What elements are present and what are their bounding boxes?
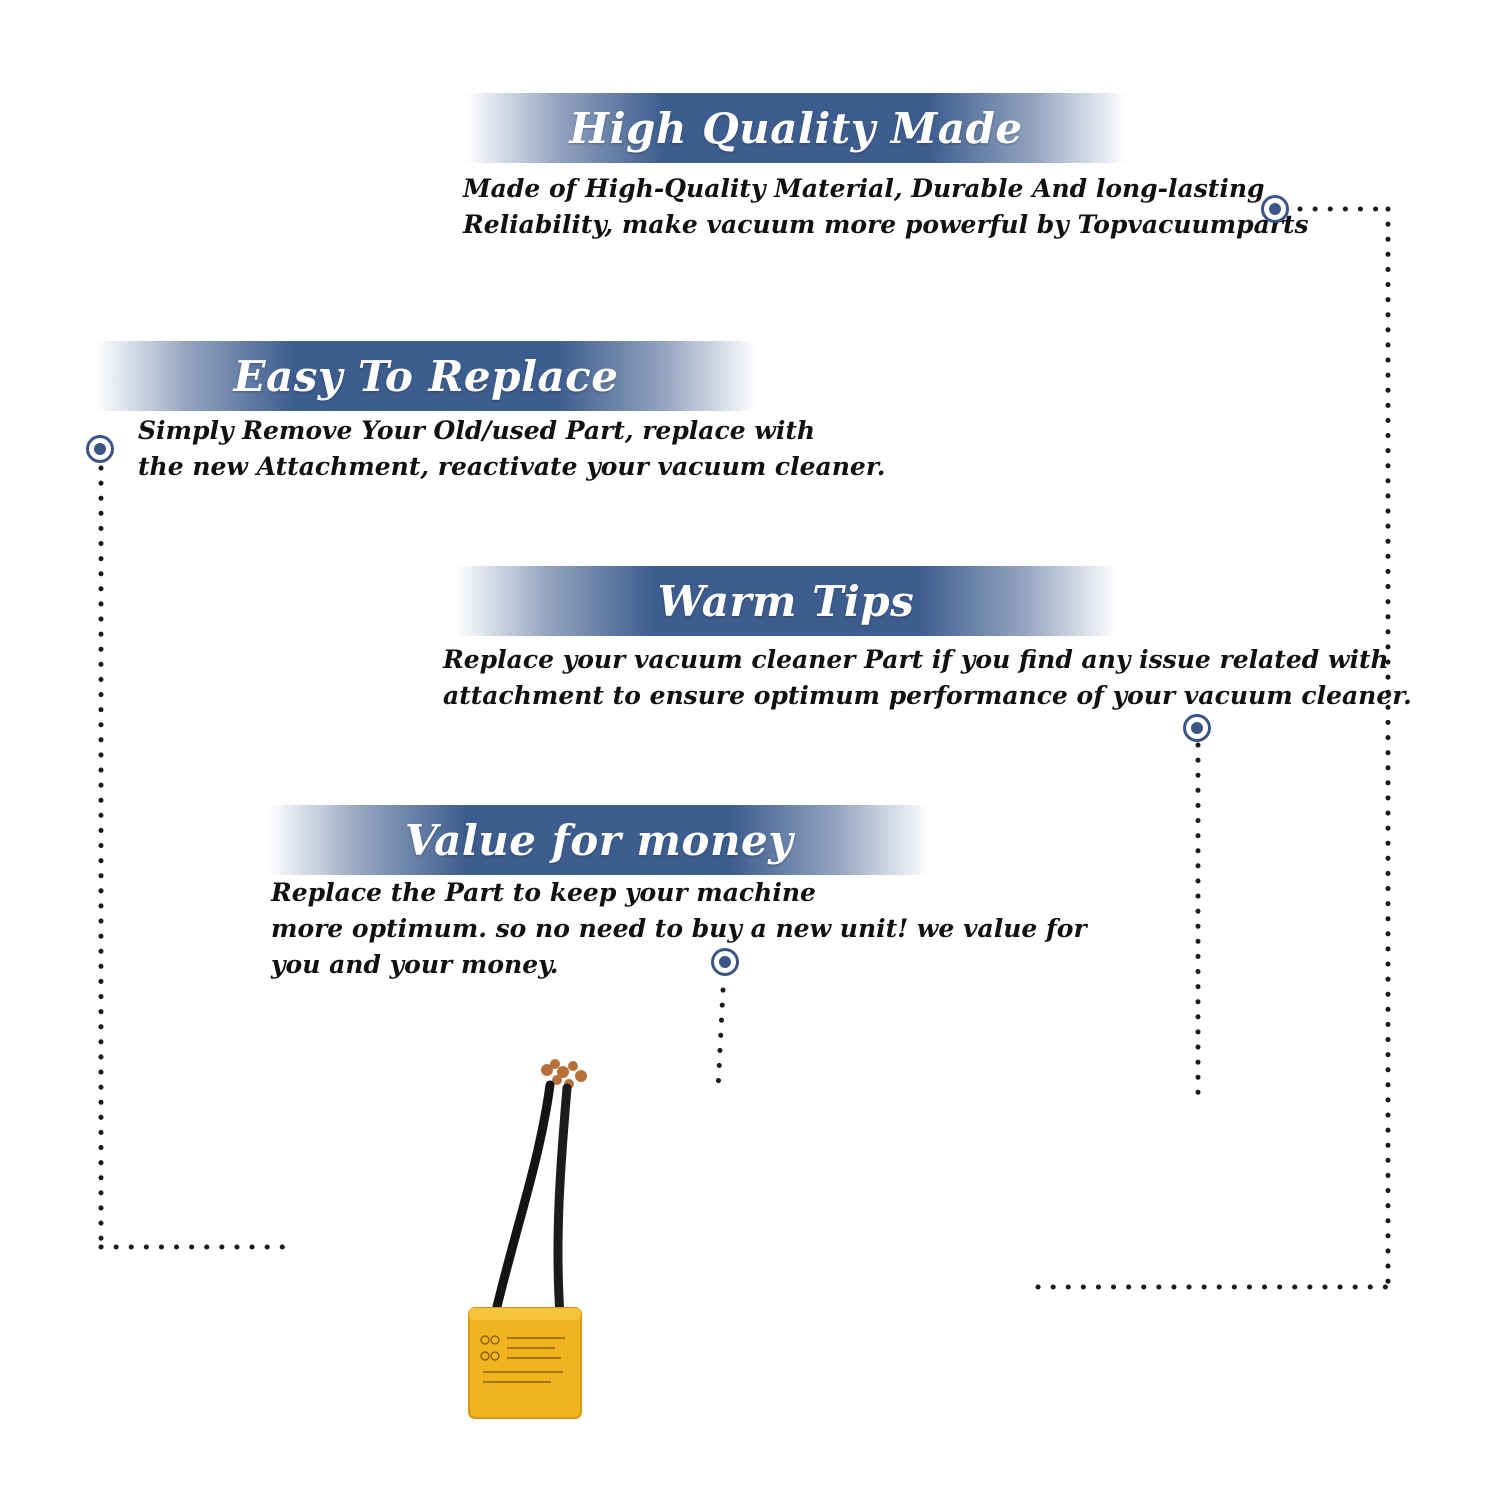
banner-high-quality: High Quality Made [465, 93, 1127, 163]
banner-warm-tips: Warm Tips [455, 566, 1117, 636]
desc-easy-replace: Simply Remove Your Old/used Part, replac… [138, 416, 886, 481]
circle-dot-icon [86, 435, 114, 463]
circle-dot-icon [711, 948, 739, 976]
title-warm-tips: Warm Tips [657, 576, 915, 626]
banner-easy-replace: Easy To Replace [95, 341, 757, 411]
wire-left [490, 1080, 555, 1320]
desc-value-money: Replace the Part to keep your machine mo… [271, 878, 1087, 979]
circle-dot-icon [1183, 714, 1211, 742]
wire-right [553, 1083, 572, 1320]
circle-dot-icon [1261, 195, 1289, 223]
title-high-quality: High Quality Made [569, 103, 1023, 153]
title-easy-replace: Easy To Replace [233, 351, 619, 401]
title-value-money: Value for money [404, 815, 794, 865]
capacitor-product-image [468, 1059, 587, 1419]
desc-warm-tips: Replace your vacuum cleaner Part if you … [443, 645, 1412, 710]
connector-value-v [715, 987, 726, 1093]
capacitor-markings [480, 1335, 565, 1383]
banner-value-money: Value for money [268, 805, 930, 875]
capacitor-body [468, 1307, 582, 1419]
desc-high-quality: Made of High-Quality Material, Durable A… [463, 174, 1309, 239]
